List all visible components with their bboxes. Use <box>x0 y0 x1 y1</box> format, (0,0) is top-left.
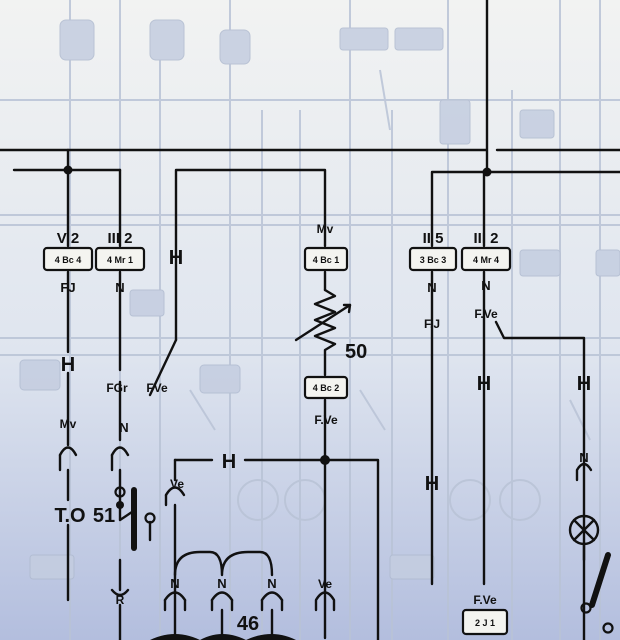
label-h-1: H <box>61 354 75 376</box>
connector-c1-pin: V 2 <box>57 230 80 247</box>
connector-c2-pin: III 2 <box>107 230 132 247</box>
label-h-3: H <box>222 451 236 473</box>
connector-c7-code: 2 J 1 <box>475 618 495 628</box>
label-h-6: H <box>577 373 591 395</box>
label-n-1: N <box>115 280 124 295</box>
connector-c6-pin: III 2 <box>473 230 498 247</box>
label-ve-2: Ve <box>318 577 332 591</box>
label-n-6: N <box>217 576 226 591</box>
connector-c3-code: 4 Bc 1 <box>313 255 340 265</box>
connector-c1: 4 Bc 4 V 2 <box>42 230 94 272</box>
label-r: R <box>116 593 125 607</box>
label-switch-id: 51 <box>93 505 115 527</box>
label-h-5: H <box>477 373 491 395</box>
connector-c5-code: 3 Bc 3 <box>420 255 447 265</box>
connector-c2: 4 Mr 1 III 2 <box>94 230 146 272</box>
connector-c5: 3 Bc 3 II 5 <box>408 230 458 272</box>
label-fgr: FGr <box>106 381 128 395</box>
label-t: T.O <box>54 505 85 527</box>
label-h-2: H <box>169 247 183 269</box>
label-n-2: N <box>119 420 128 435</box>
label-n-3: N <box>427 280 436 295</box>
label-ve-1: Ve <box>170 477 184 491</box>
label-ground-id: 46 <box>237 613 259 635</box>
label-n-7: N <box>267 576 276 591</box>
label-mv-1: Mv <box>60 417 77 431</box>
connector-c4-code: 4 Bc 2 <box>313 383 340 393</box>
labels: FJ N H Mv H FGr FVe N 50 F.Ve H Ve T.O 5… <box>54 247 591 635</box>
connector-c1-code: 4 Bc 4 <box>55 255 82 265</box>
label-fve-3: F.Ve <box>474 307 498 321</box>
label-resistor-id: 50 <box>345 341 367 363</box>
connector-c4: 4 Bc 2 <box>303 375 349 400</box>
connector-c3: 4 Bc 1 Mv <box>303 222 349 272</box>
label-fve-4: F.Ve <box>473 593 497 607</box>
connector-c5-pin: II 5 <box>423 230 444 247</box>
connector-c7: 2 J 1 <box>461 608 509 636</box>
connector-c2-code: 4 Mr 1 <box>107 255 133 265</box>
label-fve-2: F.Ve <box>314 413 338 427</box>
label-n-4: N <box>481 278 490 293</box>
connector-c3-pin: Mv <box>317 222 334 236</box>
label-h-4: H <box>425 473 439 495</box>
connector-c6-code: 4 Mr 4 <box>473 255 499 265</box>
label-n-8: N <box>579 450 588 465</box>
label-fj-2: F.J <box>424 317 440 331</box>
label-fj-1: FJ <box>60 280 75 295</box>
connector-c6: 4 Mr 4 III 2 <box>460 230 512 272</box>
label-fve-1: FVe <box>146 381 168 395</box>
label-n-5: N <box>170 576 179 591</box>
